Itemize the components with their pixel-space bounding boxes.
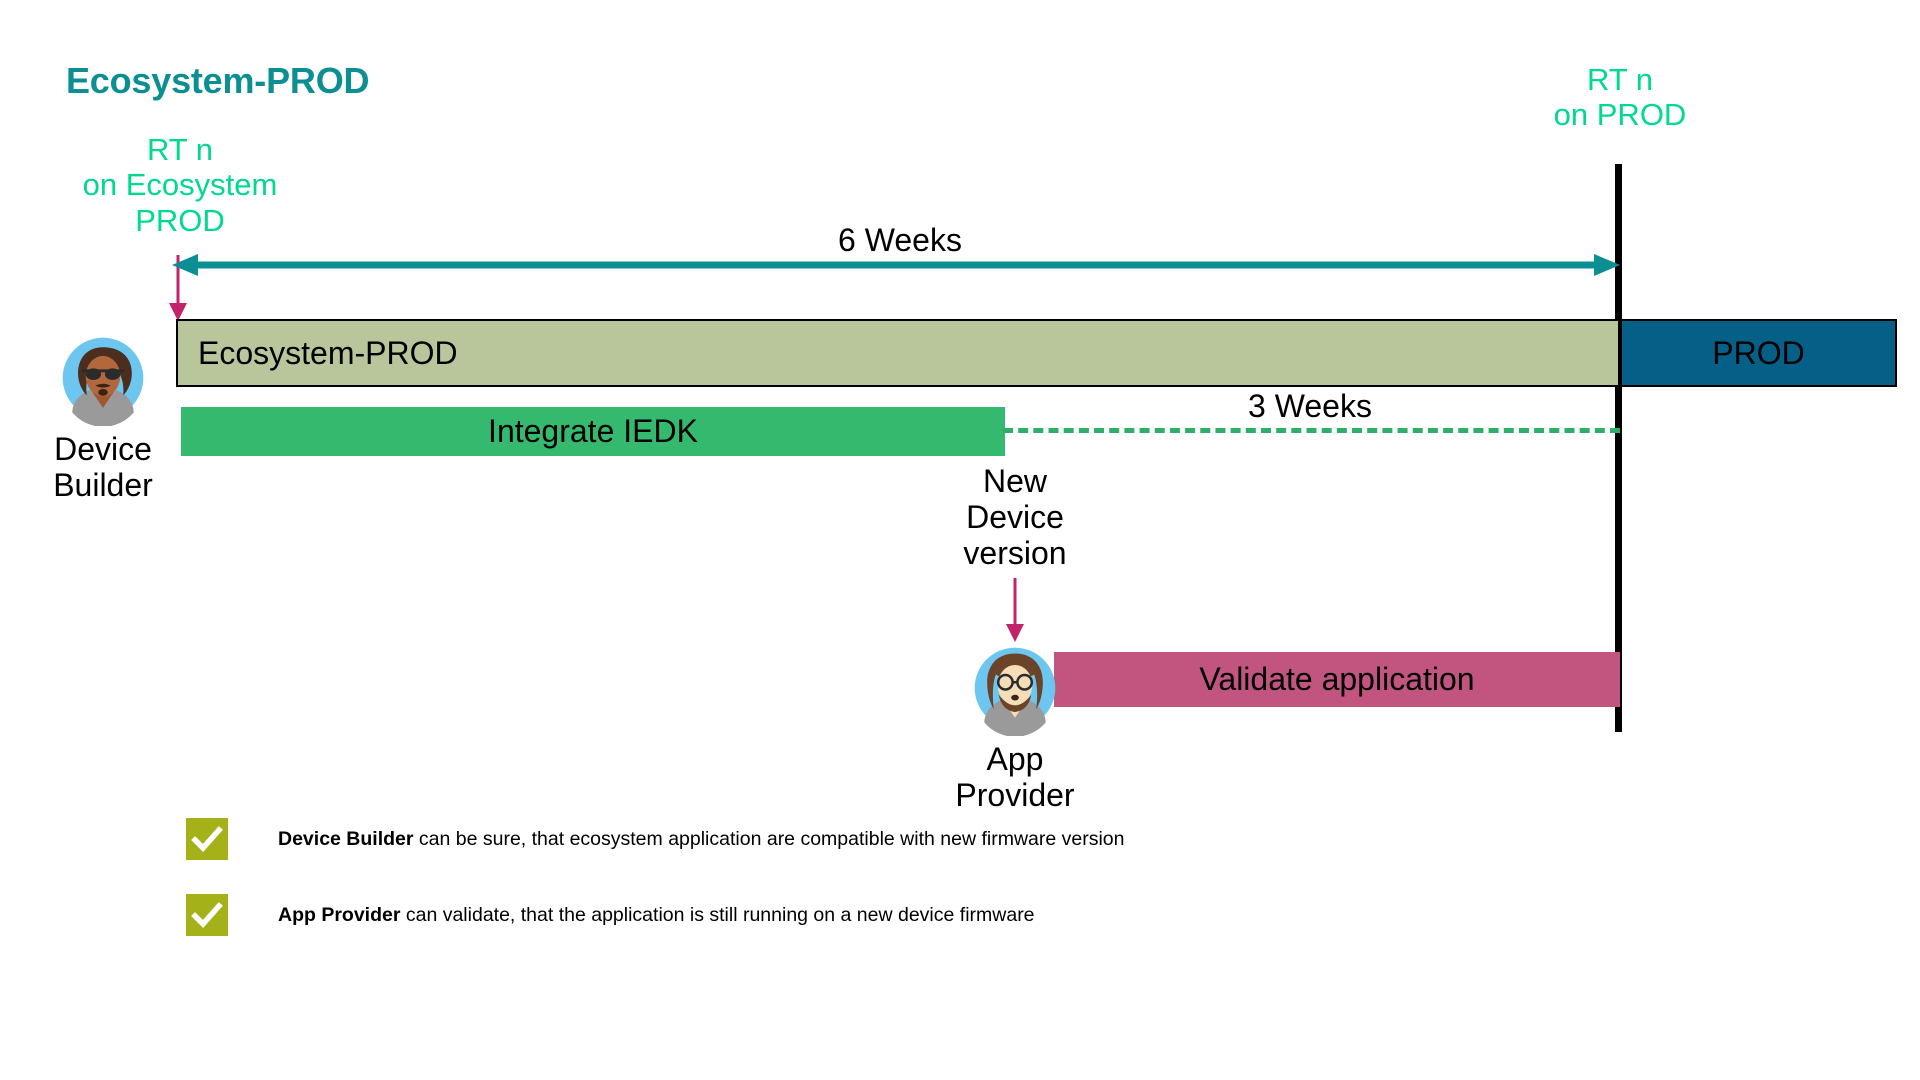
benefits-list: Device Builder can be sure, that ecosyst… [186,818,1686,970]
note-new-device-version: New Device version [963,463,1067,572]
list-item: App Provider can validate, that the appl… [186,894,1686,936]
check-icon [186,894,228,936]
release-boundary-line [1615,164,1622,732]
page-title: Ecosystem-PROD [66,60,370,101]
bar-validate-application[interactable]: Validate application [1054,652,1620,707]
bar-prod-label: PROD [1712,334,1805,371]
app-provider-avatar-icon [974,647,1056,736]
three-weeks-label: 3 Weeks [1248,388,1372,424]
list-item-strong: App Provider [278,904,401,926]
bar-prod[interactable]: PROD [1620,319,1897,387]
list-item-rest: can validate, that the application is st… [400,904,1035,926]
bar-integrate-iedk-label: Integrate IEDK [488,413,698,449]
new-device-drop-arrow-icon [1006,578,1024,642]
list-item-text: Device Builder can be sure, that ecosyst… [278,818,1124,860]
six-weeks-label: 6 Weeks [838,222,962,258]
bar-integrate-iedk[interactable]: Integrate IEDK [181,407,1005,456]
six-weeks-arrow-icon [172,254,1620,276]
bar-ecosystem-prod-label: Ecosystem-PROD [198,334,458,371]
actor-app-provider[interactable]: App Provider [920,640,1110,814]
milestone-label-right: RT n on PROD [1553,62,1687,133]
list-item: Device Builder can be sure, that ecosyst… [186,818,1686,860]
device-builder-avatar-icon [62,337,144,426]
actor-device-builder-label: Device Builder [53,431,153,503]
list-item-rest: can be sure, that ecosystem application … [413,828,1125,850]
list-item-text: App Provider can validate, that the appl… [278,894,1035,936]
bar-validate-application-label: Validate application [1199,661,1475,697]
milestone-label-left: RT n on Ecosystem PROD [82,132,278,238]
check-icon [186,818,228,860]
actor-app-provider-label: App Provider [955,741,1075,813]
bar-ecosystem-prod[interactable]: Ecosystem-PROD [176,319,1620,387]
actor-device-builder[interactable]: Device Builder [8,330,198,504]
three-weeks-dashed-line [1003,428,1620,433]
list-item-strong: Device Builder [278,828,414,850]
